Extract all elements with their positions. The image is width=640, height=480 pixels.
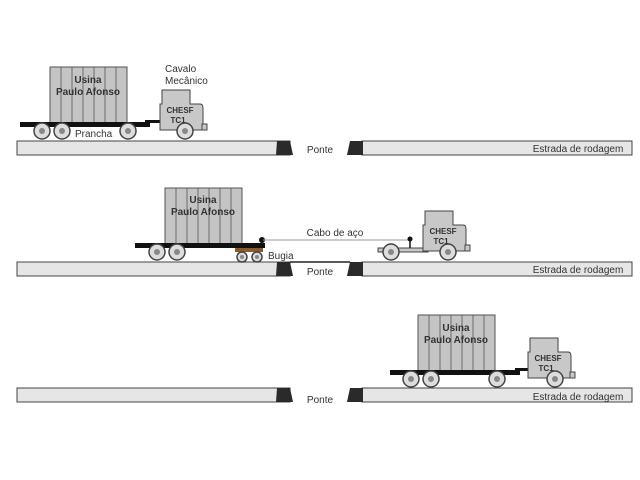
scene-3: Ponte Estrada de rodagem Usina Paulo Afo… xyxy=(16,314,633,406)
road-label: Estrada de rodagem xyxy=(533,265,624,276)
truck-label-line1: CHESF xyxy=(166,106,193,115)
crate-label-line2: Paulo Afonso xyxy=(424,335,488,346)
trailer-label: Prancha xyxy=(75,129,113,140)
scene-1: Ponte Estrada de rodagem Usina Paulo Afo… xyxy=(16,64,633,156)
truck-label-line2: TC1 xyxy=(538,364,554,373)
road-label: Estrada de rodagem xyxy=(533,392,624,403)
trailer-bed xyxy=(135,243,265,248)
truck-label-line1: CHESF xyxy=(429,227,456,236)
crate-label-line1: Usina xyxy=(74,75,102,86)
trailer-bed xyxy=(20,122,150,127)
bogie xyxy=(235,248,263,252)
bogie-wheels xyxy=(236,251,263,263)
cable-label: Cabo de aço xyxy=(307,228,364,239)
scene-2: Ponte Estrada de rodagem Usina Paulo Afo… xyxy=(16,187,633,278)
truck-label-line2: TC1 xyxy=(433,237,449,246)
truck-label-line2: TC1 xyxy=(170,116,186,125)
crate-label-line2: Paulo Afonso xyxy=(171,207,235,218)
truck-wheel xyxy=(546,370,564,388)
tractor-label-line2: Mecânico xyxy=(165,76,208,87)
truck-label-line1: CHESF xyxy=(534,354,561,363)
road-label: Estrada de rodagem xyxy=(533,144,624,155)
bridge-label: Ponte xyxy=(307,395,334,406)
bridge-label: Ponte xyxy=(307,267,334,278)
truck-wheel xyxy=(176,122,194,140)
crate-label-line2: Paulo Afonso xyxy=(56,87,120,98)
bogie-label: Bugia xyxy=(268,251,294,262)
tractor-label-line1: Cavalo xyxy=(165,64,197,75)
crate-label-line1: Usina xyxy=(189,195,217,206)
bridge-label: Ponte xyxy=(307,145,334,156)
crate-label-line1: Usina xyxy=(442,323,470,334)
trailer-bed xyxy=(390,370,520,375)
